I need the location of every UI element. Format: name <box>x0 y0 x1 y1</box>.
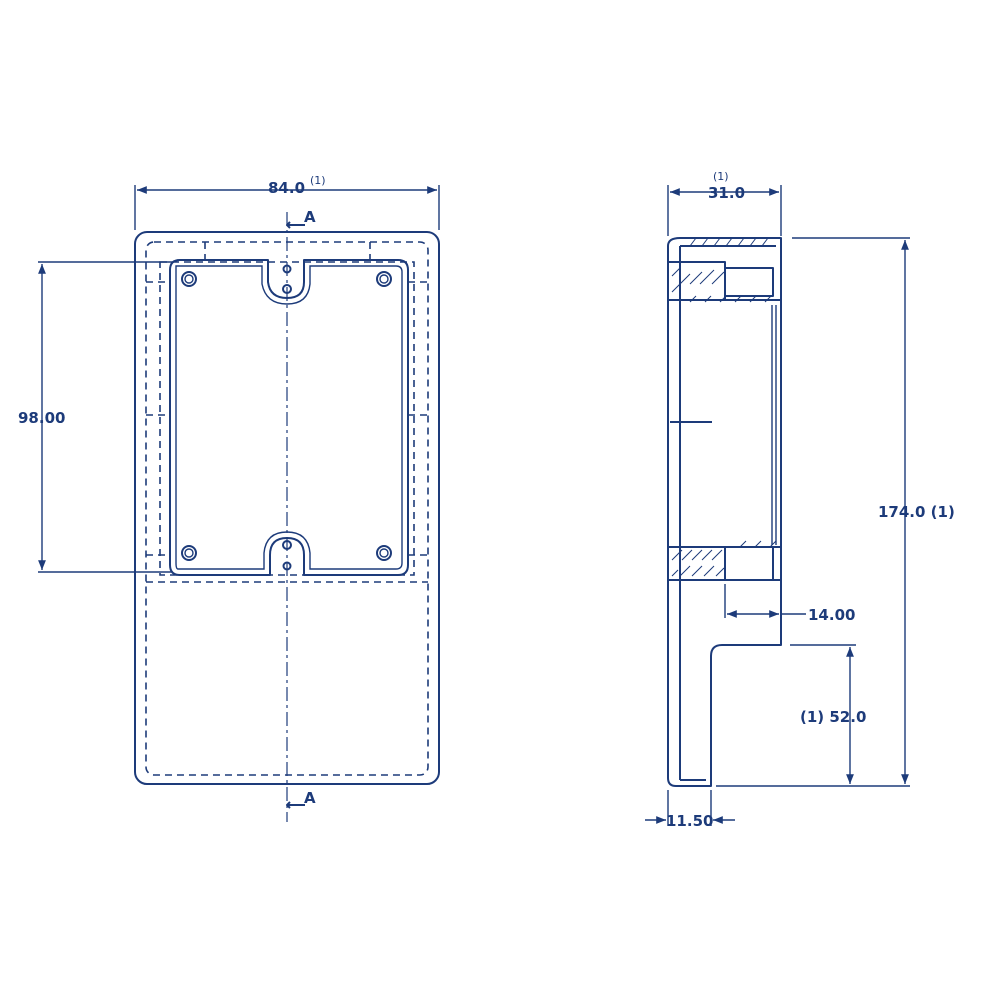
dim-depth-note: (1) <box>713 170 729 183</box>
dim-step-value: 14.00 <box>808 606 855 624</box>
dim-wall-value: 11.50 <box>666 812 713 830</box>
section-label-top: A <box>304 208 316 226</box>
mount-hole-top-right <box>376 271 392 287</box>
mount-hole-top-left <box>181 271 197 287</box>
section-hatching <box>671 237 777 577</box>
dim-lower-value: (1) 52.0 <box>800 708 866 726</box>
side-view: 31.0 (1) 174.0 (1) 14.00 (1) 52.0 11.50 <box>645 170 955 830</box>
section-mark-bottom <box>286 801 305 809</box>
section-mark-top <box>286 221 305 229</box>
front-view: A A 84.0 (1) 98.00 <box>18 174 440 822</box>
front-opening-outline <box>169 259 409 576</box>
dim-height-value: 98.00 <box>18 409 65 427</box>
mount-hole-bottom-left <box>181 545 197 561</box>
dim-width-note: (1) <box>310 174 326 187</box>
mount-hole-bottom-right <box>376 545 392 561</box>
upper-clip <box>667 261 726 301</box>
dim-overall-height-value: 174.0 (1) <box>878 503 955 521</box>
section-label-bottom: A <box>304 789 316 807</box>
dim-depth-value: 31.0 <box>708 184 745 202</box>
dim-width-value: 84.0 <box>268 179 305 197</box>
side-profile-outline <box>667 237 782 787</box>
